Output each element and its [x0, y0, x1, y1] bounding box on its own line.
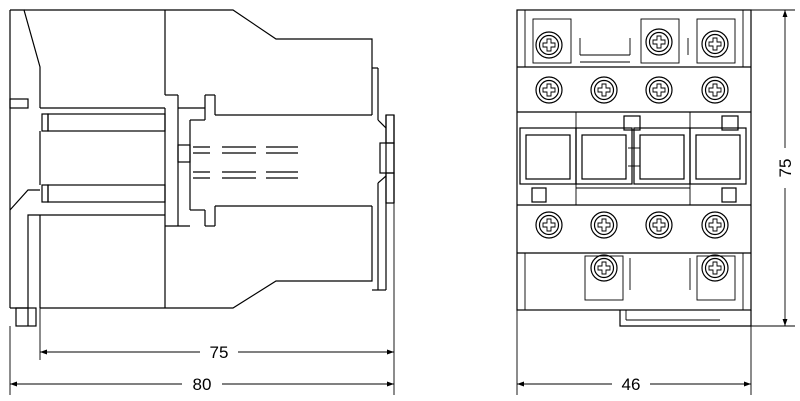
front-view — [516, 9, 752, 327]
terminal-screw-icon — [645, 211, 673, 239]
terminal-screw-icon — [535, 76, 563, 104]
terminal-screw-icon — [590, 211, 618, 239]
terminal-screw-icon — [590, 254, 618, 282]
terminal-screw-icon — [701, 76, 729, 104]
dimension-label-75-front: 75 — [776, 159, 795, 178]
dimension-lines — [9, 9, 795, 395]
dimension-label-75-side: 75 — [210, 343, 229, 362]
side-view — [9, 9, 395, 327]
terminal-screw-icon — [535, 211, 563, 239]
dimension-label-80: 80 — [193, 375, 212, 394]
terminal-screw-icon — [701, 211, 729, 239]
terminal-screw-icon — [645, 28, 673, 56]
dimension-label-46: 46 — [622, 375, 641, 394]
terminal-screw-icon — [701, 30, 729, 58]
terminal-screw-icon — [590, 76, 618, 104]
terminal-screw-icon — [645, 76, 673, 104]
terminal-screw-icon — [535, 31, 563, 59]
terminal-screw-icon — [701, 254, 729, 282]
